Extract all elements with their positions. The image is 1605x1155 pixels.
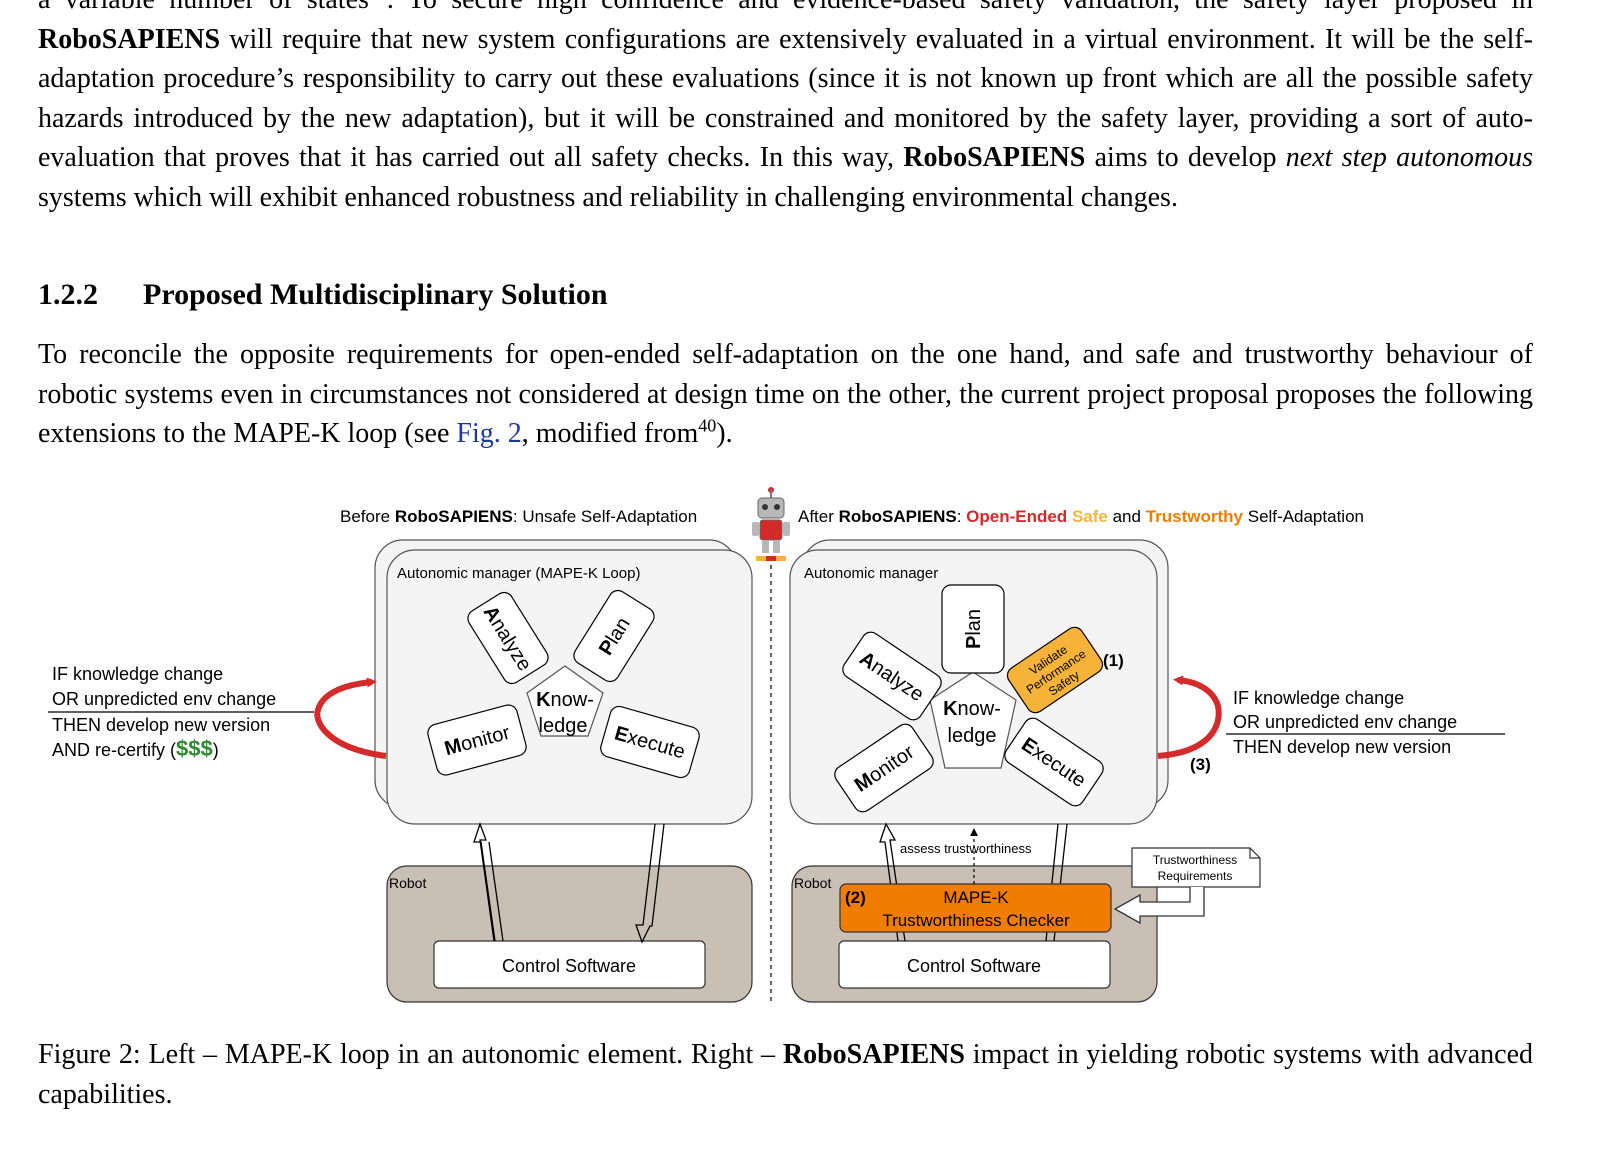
para1-text-end: systems which will exhibit enhanced robu… [38,181,1178,213]
caption-text-end: impact in yielding robotic systems with … [38,1039,1533,1110]
brand-robosapiens: RoboSAPIENS [38,23,221,55]
right-monitor-block: Monitor [834,723,934,813]
left-control-software [433,940,706,989]
right-knowledge-pentagon [929,671,1017,769]
left-knowledge-label-line2: ledge [539,715,588,737]
right-knowledge-label-line2: ledge [948,725,997,747]
robot-mascot-icon [752,487,790,561]
para1-text-line1: . To secure high confidence and evidence… [387,0,1497,15]
mape-k-figure: Before RoboSAPIENS: Unsafe Self-Adaptati… [48,487,1505,1005]
left-figure-title: Before RoboSAPIENS: Unsafe Self-Adaptati… [340,507,697,526]
para1-text-aims: aims to develop [1085,142,1286,174]
left-note-line4: AND re-certify ($$$) [52,736,219,761]
requirements-label-line2: Requirements [1158,869,1233,883]
section-number: 1.2.2 [38,278,98,311]
left-plan-block: Plan [573,589,655,683]
marker-2: (2) [845,888,866,907]
checker-label-line1: MAPE-K [943,888,1009,907]
requirements-input-arrow [1113,887,1205,925]
left-analyze-block: Analyze [467,591,549,685]
para1-text-in: in [1511,0,1533,15]
section-heading: 1.2.2 Proposed Multidisciplinary Solution [38,278,608,312]
dollar-icon: $$$ [176,736,213,761]
para2-text-end: ). [716,418,733,450]
requirements-label-line1: Trustworthiness [1153,853,1237,867]
para1-text-body: will require that new system configurati… [38,23,1533,174]
para1-italic-term: next step autonomous [1285,142,1534,174]
right-control-software [838,940,1111,989]
left-execute-block: Execute [600,705,700,779]
left-note-line1: IF knowledge change [52,664,223,684]
marker-3: (3) [1190,755,1211,774]
right-knowledge-label: Know- [943,698,1001,720]
right-robot-label: Robot [794,875,831,891]
right-control-software-label: Control Software [907,956,1041,976]
left-monitor-block: Monitor [427,704,527,776]
right-analyze-block: Analyze [842,631,942,721]
left-note-line3: THEN develop new version [52,715,270,735]
section-title: Proposed Multidisciplinary Solution [143,278,608,311]
intro-paragraph: a variable number of states41. To secure… [38,0,1533,218]
left-knowledge-label: Know- [536,689,594,711]
right-figure-title: After RoboSAPIENS: Open-Ended Safe and T… [798,507,1364,526]
trustworthiness-requirements-document: Trustworthiness Requirements [1131,847,1261,888]
right-monitor-arrow [879,822,906,942]
right-note-line1: IF knowledge change [1233,688,1404,708]
trustworthiness-checker [839,883,1112,933]
right-execute-block: Execute [1004,717,1104,807]
right-note-line3: THEN develop new version [1233,737,1451,757]
left-execute-arrow [635,823,665,944]
svg-text:Plan: Plan [963,609,985,649]
figure-reference-link[interactable]: Fig. 2 [456,418,522,450]
left-adaptation-loop-arrow [314,677,387,759]
right-plan-block: Plan [941,584,1005,674]
solution-paragraph: To reconcile the opposite requirements f… [38,335,1533,454]
assess-trustworthiness-label: assess trustworthiness [900,841,1032,856]
para2-text: To reconcile the opposite requirements f… [38,339,1533,450]
left-manager-label: Autonomic manager (MAPE-K Loop) [397,565,640,582]
checker-label-line2: Trustworthiness Checker [882,911,1070,930]
right-adaptation-loop-arrow [1157,675,1222,759]
citation-40[interactable]: 40 [698,415,717,436]
left-robot-label: Robot [389,875,426,891]
para2-text-mid: , modified from [521,418,699,450]
figure-caption: Figure 2: Left – MAPE-K loop in an auton… [38,1035,1533,1115]
citation-41[interactable]: 41 [369,0,387,2]
left-note-line2: OR unpredicted env change [52,689,276,709]
para1-text-start: a variable number of states [38,0,369,15]
right-manager-label: Autonomic manager [804,565,938,582]
left-monitor-arrow [473,822,504,942]
left-control-software-label: Control Software [502,956,636,976]
brand-robosapiens: RoboSAPIENS [782,1039,965,1070]
left-knowledge-pentagon [526,665,604,737]
brand-robosapiens: RoboSAPIENS [903,142,1086,174]
right-note-line2: OR unpredicted env change [1233,712,1457,732]
caption-text-start: Figure 2: Left – MAPE-K loop in an auton… [38,1039,783,1070]
marker-1: (1) [1103,651,1124,670]
